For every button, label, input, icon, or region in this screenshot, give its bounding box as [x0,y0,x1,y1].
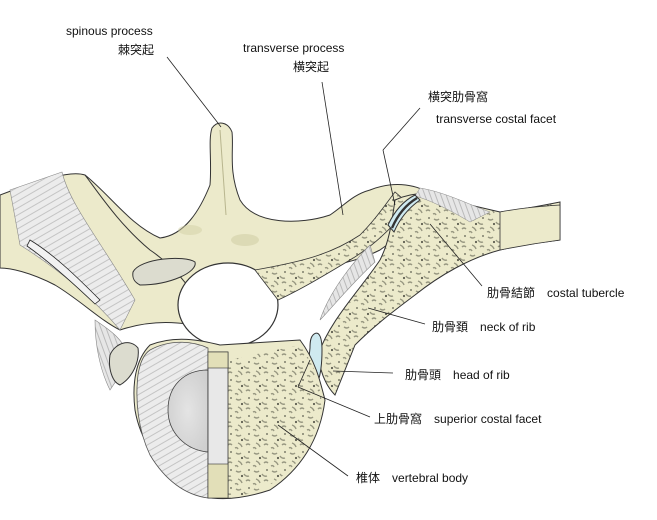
label-superior-costal-facet: 上肋骨窩 superior costal facet [374,412,541,426]
leader-lines [166,56,483,477]
label-superior-costal-facet-ja: 上肋骨窩 [374,412,423,426]
label-head-of-rib-en: head of rib [453,368,510,382]
label-spinous-process-ja-text: 棘突起 [118,43,155,57]
label-neck-of-rib-ja: 肋骨頚 [432,320,469,334]
label-spinous-process-ja: 棘突起 [118,43,154,57]
left-articular-facet [109,342,139,386]
rib-section [317,187,561,396]
label-neck-of-rib: 肋骨頚 neck of rib [432,320,535,334]
vertebral-body [133,338,326,500]
label-transverse-process-ja: 横突起 [293,60,329,74]
costotransverse-joint [387,194,421,233]
label-transverse-process-ja-text: 横突起 [293,60,330,74]
label-costal-tubercle-en: costal tubercle [547,286,625,300]
leader-vertebral-body [277,424,349,477]
label-vertebral-body-en: vertebral body [392,471,469,485]
label-transverse-costal-facet-ja-text: 横突肋骨窩 [428,90,489,104]
label-costal-tubercle-ja: 肋骨結節 [487,286,536,300]
label-superior-costal-facet-en: superior costal facet [434,412,542,426]
label-head-of-rib: 肋骨頭 head of rib [405,368,510,382]
label-transverse-process-en: transverse process [243,41,345,55]
leader-superior-costal-facet [297,386,371,418]
leader-neck-of-rib [367,307,426,325]
label-vertebral-body-ja: 椎体 [356,471,381,485]
label-vertebral-body: 椎体 vertebral body [356,471,468,485]
leader-head-of-rib [332,370,394,374]
leader-costal-tubercle [429,223,483,287]
vertebral-arch [84,122,441,331]
label-head-of-rib-ja: 肋骨頭 [405,368,442,382]
label-transverse-costal-facet-en: transverse costal facet [436,112,557,126]
leader-spinous-process [166,56,222,128]
label-costal-tubercle: 肋骨結節 costal tubercle [487,286,624,300]
label-transverse-costal-facet-ja: 横突肋骨窩 [428,90,488,104]
leader-transverse-process [321,81,344,216]
label-neck-of-rib-en: neck of rib [480,320,536,334]
label-spinous-process-en: spinous process [66,24,153,38]
leader-transverse-costal-facet [382,107,421,151]
